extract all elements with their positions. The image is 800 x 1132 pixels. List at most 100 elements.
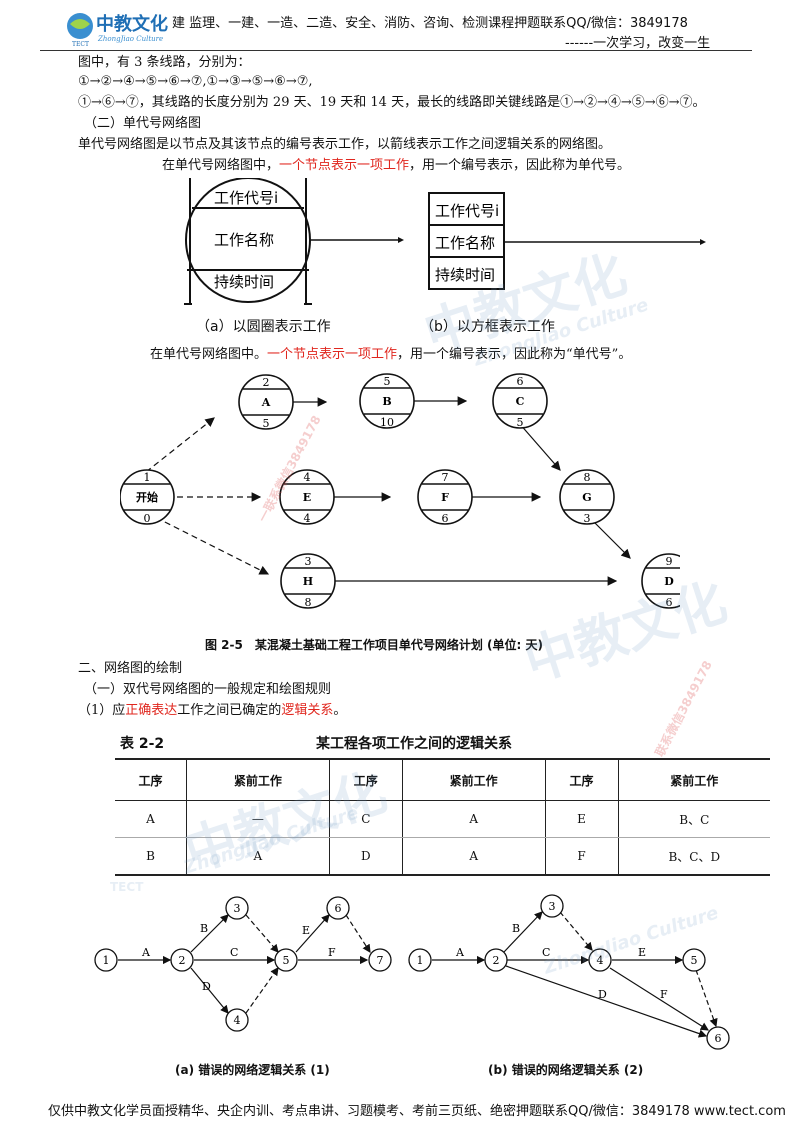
- logo: 中教文化 ZhongJiao Culture TECT: [64, 8, 174, 48]
- table-cell: C: [328, 800, 403, 838]
- table-cell: E: [544, 800, 619, 838]
- node-id: 9: [666, 555, 673, 568]
- node-id: 8: [584, 471, 591, 484]
- network-node: 5B 10: [359, 373, 415, 429]
- watermark-contact: 联系微信3849178: [652, 658, 715, 760]
- logo-mark: TECT: [72, 41, 89, 48]
- event-node: 6: [706, 1026, 730, 1050]
- table-header: 工序: [115, 758, 187, 801]
- header-divider: [40, 50, 752, 51]
- event-node: 4: [588, 948, 612, 972]
- event-node-id: 1: [103, 954, 110, 967]
- node-id: 4: [304, 471, 311, 484]
- event-node: 1: [94, 948, 118, 972]
- table-header: 紧前工作: [617, 758, 770, 801]
- table-cell: A: [185, 837, 330, 876]
- node-name: A: [261, 396, 271, 409]
- err1-label-F: F: [328, 946, 336, 959]
- err1-label-A: A: [141, 946, 151, 959]
- network-node: 6C5: [492, 373, 548, 429]
- circle-name-label: 工作名称: [214, 231, 274, 249]
- node-id: 5: [384, 375, 391, 388]
- event-node-id: 3: [549, 900, 556, 913]
- event-node-id: 3: [234, 902, 241, 915]
- node-name: B: [382, 395, 391, 408]
- event-node-id: 6: [335, 902, 342, 915]
- header-ad: 建 监理、一建、一造、二造、安全、消防、咨询、检测课程押题联系QQ/微信：384…: [172, 16, 688, 31]
- table-header: 紧前工作: [401, 758, 546, 801]
- event-node-id: 2: [179, 954, 186, 967]
- table-cell: B、C: [617, 800, 770, 838]
- event-node: 2: [170, 948, 194, 972]
- section-single-code: （二）单代号网络图: [84, 116, 202, 131]
- event-node: 6: [326, 896, 350, 920]
- table-cell: A: [401, 800, 546, 838]
- event-node: 1: [408, 948, 432, 972]
- para-critical-path: ①→⑥→⑦，其线路的长度分别为 29 天、19 天和 14 天，最长的线路即关键…: [78, 95, 706, 110]
- table-header: 工序: [544, 758, 619, 801]
- node-duration: 4: [304, 512, 311, 525]
- node-id: 1: [144, 471, 151, 484]
- para-paths-intro: 图中，有 3 条线路，分别为：: [78, 55, 251, 70]
- node-name: D: [664, 575, 674, 588]
- err1-label-E: E: [302, 924, 310, 937]
- node-name: G: [582, 491, 591, 504]
- event-node-id: 4: [234, 1014, 241, 1027]
- table-number: 表 2-2: [120, 736, 165, 752]
- node-duration: 10: [380, 416, 394, 429]
- event-node-id: 1: [417, 954, 424, 967]
- event-node-id: 5: [691, 954, 698, 967]
- table-cell: D: [328, 837, 403, 876]
- node-id: 6: [517, 375, 524, 388]
- logo-sub: ZhongJiao Culture: [97, 35, 163, 43]
- caption-circle: （a）以圆圈表示工作: [196, 319, 331, 335]
- table-cell: B、C、D: [617, 837, 770, 876]
- err1-label-B: B: [200, 922, 208, 935]
- watermark-mark: TECT: [110, 880, 144, 894]
- err2-label-F: F: [660, 988, 668, 1001]
- event-node: 4: [225, 1008, 249, 1032]
- network-node: 2A5: [238, 374, 294, 430]
- err2-label-B: B: [512, 922, 520, 935]
- node-duration: 6: [442, 512, 449, 525]
- node-name: E: [303, 491, 311, 504]
- network-node: 3H 8: [280, 553, 336, 609]
- box-node-shape: [428, 192, 505, 290]
- node-duration: 6: [666, 596, 673, 609]
- box-duration-label: 持续时间: [435, 266, 495, 284]
- header-slogan: ------一次学习，改变一生: [565, 36, 711, 51]
- footer-text: 仅供中教文化学员面授精华、央企内训、考点串讲、习题模考、考前三页纸、绝密押题联系…: [48, 1104, 786, 1119]
- table-cell: F: [544, 837, 619, 876]
- para-paths-list: ①→②→④→⑤→⑥→⑦,①→③→⑤→⑥→⑦,: [78, 74, 313, 89]
- err2-label-C: C: [542, 946, 550, 959]
- box-name-label: 工作名称: [435, 234, 495, 252]
- node-duration: 5: [263, 417, 270, 430]
- node-id: 7: [442, 471, 449, 484]
- node-duration: 0: [144, 512, 151, 525]
- table-cell: —: [185, 800, 330, 838]
- table-header: 工序: [328, 758, 403, 801]
- logo-text: 中教文化: [96, 13, 168, 35]
- event-node: 2: [484, 948, 508, 972]
- err1-label-D: D: [202, 980, 211, 993]
- event-node-id: 7: [377, 954, 384, 967]
- caption-box: （b）以方框表示工作: [420, 319, 555, 335]
- node-name: H: [303, 575, 313, 588]
- event-node-id: 5: [283, 954, 290, 967]
- circle-duration-label: 持续时间: [214, 273, 274, 291]
- network-node: 9D 6: [641, 553, 680, 609]
- event-node: 3: [540, 894, 564, 918]
- caption-error-2: (b) 错误的网络逻辑关系 (2): [488, 1063, 644, 1077]
- node-duration: 8: [305, 596, 312, 609]
- node-id: 3: [305, 555, 312, 568]
- node-representation-figure: 工作代号i 工作名称 持续时间 工作代号i 工作名称 持续时间: [184, 178, 706, 305]
- table-header: 紧前工作: [185, 758, 330, 801]
- table-row: A — C A E B、C: [115, 800, 770, 838]
- table-title: 某工程各项工作之间的逻辑关系: [316, 736, 512, 752]
- err2-label-D: D: [598, 988, 607, 1001]
- err2-label-E: E: [638, 946, 646, 959]
- table-row: B A D A F B、C、D: [115, 837, 770, 876]
